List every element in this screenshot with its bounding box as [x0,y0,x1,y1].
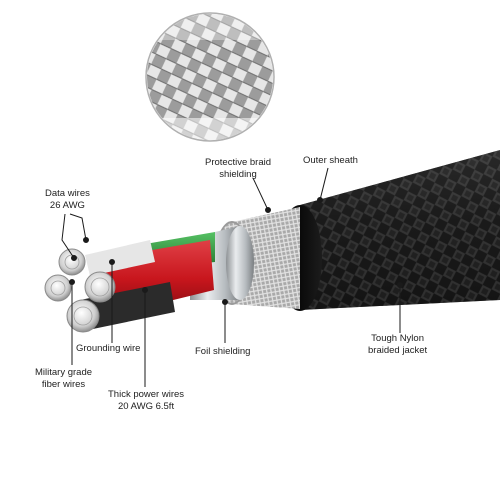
black-wire [80,282,175,330]
inner-wires [80,232,215,330]
wire-strand-ends [44,248,116,333]
label-outer-sheath: Outer sheath [303,155,358,166]
label-foil-shielding: Foil shielding [195,346,251,357]
white-wire [85,240,155,276]
label-fiber-wires: Military grade fiber wires [35,367,93,390]
label-data-wires: Data wires 26 AWG [45,188,90,211]
label-nylon-jacket: Tough Nylon braided jacket [368,333,428,356]
braid-zoom-circle [145,12,275,142]
nylon-jacket [300,150,500,310]
label-power-wires: Thick power wires 20 AWG 6.5ft [108,389,185,412]
label-protective-braid: Protective braid shielding [205,157,272,180]
callout-lines [61,167,403,387]
label-grounding-wire: Grounding wire [76,343,141,354]
